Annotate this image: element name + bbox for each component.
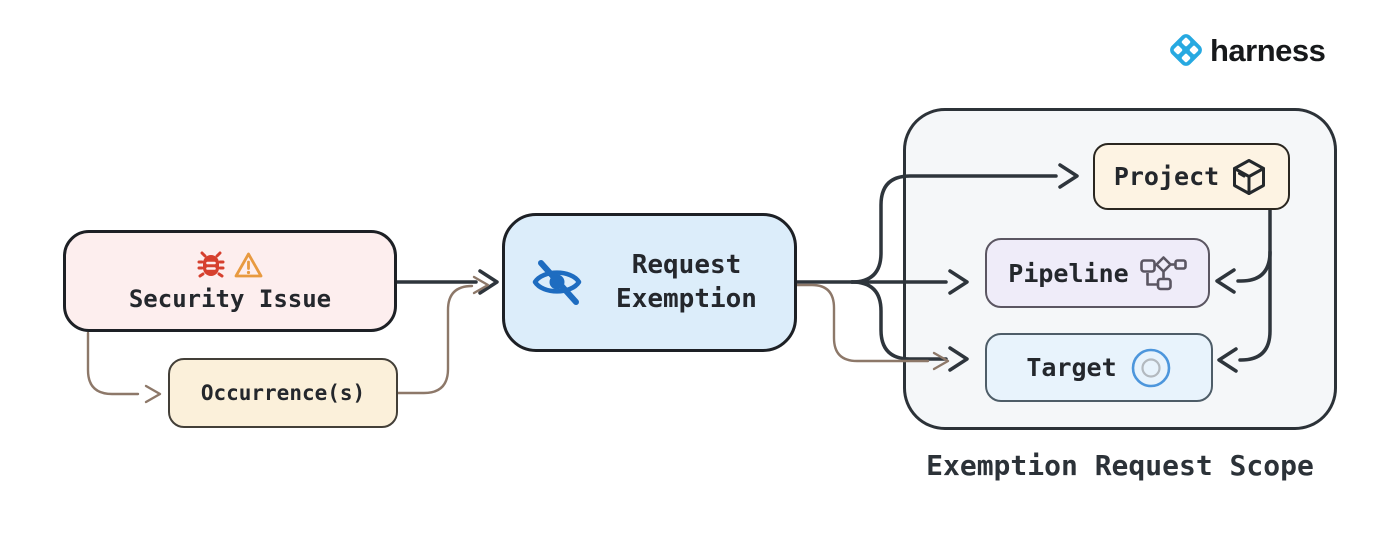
arrowhead	[478, 269, 499, 295]
security-issue-icons	[196, 249, 264, 281]
pipeline-graph-icon	[1139, 255, 1187, 291]
node-pipeline: Pipeline	[985, 238, 1210, 308]
harness-logo: harness	[1166, 30, 1326, 70]
exemption-scope-label: Exemption Request Scope	[926, 449, 1314, 482]
eye-off-icon	[528, 255, 586, 311]
bug-icon	[196, 250, 226, 280]
node-request-exemption: Request Exemption	[502, 213, 797, 352]
target-label: Target	[1026, 353, 1117, 382]
edge-occurrence-to-exemption	[396, 284, 474, 395]
warning-icon	[233, 251, 264, 280]
edge-security-to-occurrence	[86, 331, 140, 396]
arrowhead	[144, 384, 162, 404]
arrowhead	[472, 275, 490, 295]
pipeline-label: Pipeline	[1008, 258, 1129, 288]
harness-wordmark: harness	[1210, 32, 1326, 68]
package-cube-icon	[1229, 157, 1269, 197]
occurrence-label: Occurrence(s)	[200, 381, 366, 405]
node-target: Target	[985, 333, 1213, 402]
node-security-issue: Security Issue	[63, 230, 397, 332]
target-circle-icon	[1130, 347, 1172, 389]
harness-diamond-icon	[1166, 30, 1206, 70]
project-label: Project	[1113, 162, 1220, 191]
node-project: Project	[1093, 143, 1290, 210]
node-occurrence: Occurrence(s)	[168, 358, 398, 428]
security-issue-label: Security Issue	[128, 285, 332, 313]
request-exemption-label: Request Exemption	[616, 249, 757, 314]
